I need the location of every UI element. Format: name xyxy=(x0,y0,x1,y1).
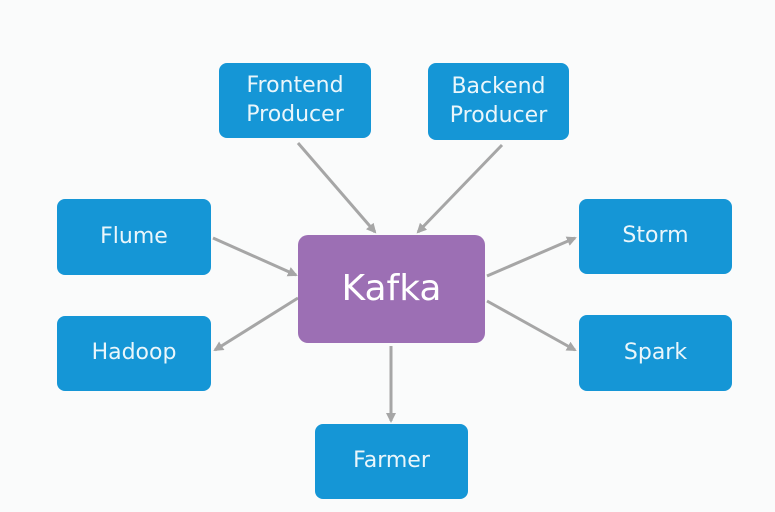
flume-label: Flume xyxy=(100,223,168,249)
arrow-flume-to-kafka xyxy=(212,236,298,277)
hadoop-node: Hadoop xyxy=(57,316,211,391)
spark-node: Spark xyxy=(579,315,732,391)
kafka-label: Kafka xyxy=(341,267,442,309)
arrow-frontend-to-kafka xyxy=(296,142,377,234)
farmer-node: Farmer xyxy=(315,424,468,499)
storm-node: Storm xyxy=(579,199,732,274)
arrow-kafka-to-hadoop xyxy=(213,296,299,352)
arrow-kafka-to-spark xyxy=(486,299,577,352)
hadoop-label: Hadoop xyxy=(91,340,177,366)
backend-producer-node: Backend Producer xyxy=(428,63,569,140)
backend-producer-label: Backend Producer xyxy=(449,73,548,128)
frontend-producer-node: Frontend Producer xyxy=(219,63,371,138)
kafka-hub-node: Kafka xyxy=(298,235,485,343)
farmer-label: Farmer xyxy=(353,448,430,474)
arrow-backend-to-kafka xyxy=(416,143,504,234)
frontend-producer-label: Frontend Producer xyxy=(246,72,344,127)
spark-label: Spark xyxy=(623,339,688,365)
storm-label: Storm xyxy=(622,223,689,249)
flume-node: Flume xyxy=(57,199,211,275)
arrow-kafka-to-storm xyxy=(486,236,577,278)
